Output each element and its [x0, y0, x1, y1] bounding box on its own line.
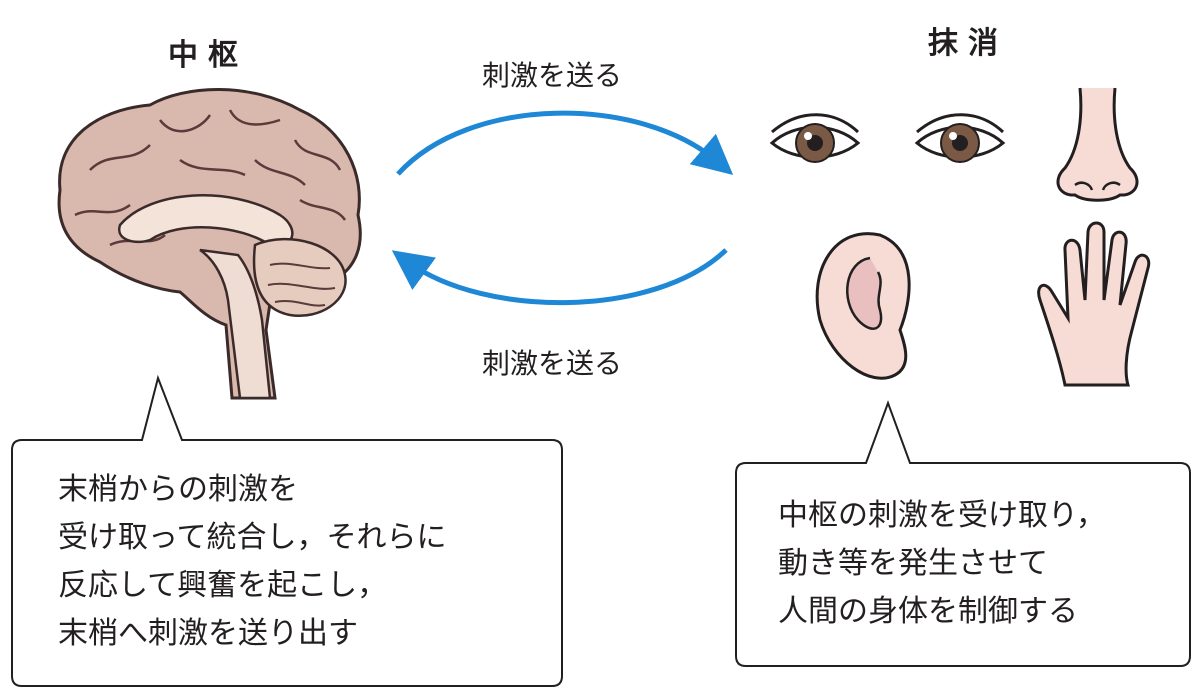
peripheral-description-line: 人間の身体を制御する	[778, 594, 1078, 629]
peripheral-description-line: 動き等を発生させて	[778, 546, 1048, 581]
peripheral-callout-bubble	[735, 400, 1191, 667]
central-heading: 中枢	[168, 38, 248, 73]
arrow-label-bottom: 刺激を送る	[482, 347, 623, 380]
peripheral-heading: 抹消	[928, 26, 1008, 61]
arrow-to-peripheral	[396, 110, 734, 176]
eye-icon	[914, 113, 1006, 163]
nose-icon	[1056, 87, 1139, 202]
ear-icon	[815, 232, 911, 380]
central-callout-bubble	[11, 374, 563, 687]
central-description-line: 受け取って統合し，それらに	[58, 520, 447, 555]
hand-icon	[1037, 221, 1151, 387]
peripheral-description-line: 中枢の刺激を受け取り，	[778, 498, 1106, 533]
arrow-to-central	[391, 248, 728, 305]
brain-icon	[57, 88, 362, 400]
central-description-line: 末梢へ刺激を送り出す	[58, 616, 358, 651]
peripheral-description: 中枢の刺激を受け取り， 動き等を発生させて 人間の身体を制御する	[778, 492, 1106, 636]
central-description-line: 末梢からの刺激を	[58, 472, 298, 507]
arrow-label-top: 刺激を送る	[482, 59, 623, 92]
central-description-line: 反応して興奮を起こし，	[58, 568, 388, 603]
eye-icon	[769, 113, 861, 163]
central-description: 末梢からの刺激を 受け取って統合し，それらに 反応して興奮を起こし， 末梢へ刺激…	[58, 466, 447, 658]
